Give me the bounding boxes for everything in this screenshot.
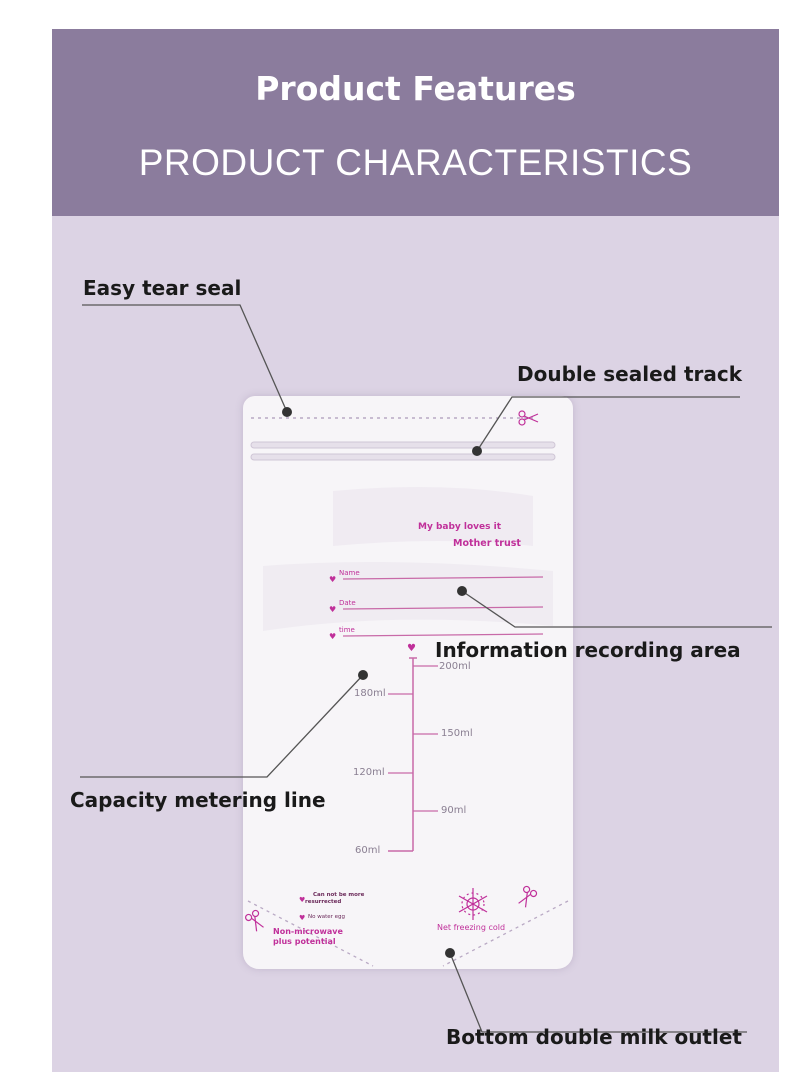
- scale-label-60: 60ml: [355, 845, 381, 856]
- note-non-microwave-line2: plus potential: [273, 937, 336, 946]
- scissors-icon: [518, 410, 539, 426]
- svg-text:♥: ♥: [329, 632, 336, 641]
- header-banner: Product Features PRODUCT CHARACTERISTICS: [52, 29, 779, 216]
- page-subtitle: PRODUCT CHARACTERISTICS: [138, 142, 693, 183]
- scale-label-120: 120ml: [353, 767, 385, 778]
- slogan-line-1: My baby loves it: [418, 522, 502, 532]
- page-title: Product Features: [255, 69, 576, 108]
- callout-easy-tear-seal: Easy tear seal: [83, 276, 242, 300]
- slogan-line-2: Mother trust: [453, 538, 521, 549]
- pointer-dot: [282, 407, 292, 417]
- scissors-icon: [245, 909, 264, 932]
- field-name-label: Name: [339, 569, 360, 577]
- callout-double-sealed-track: Double sealed track: [517, 362, 743, 386]
- product-features-panel: Product Features PRODUCT CHARACTERISTICS: [52, 29, 779, 1072]
- note-resurrected-line2: resurrected: [305, 899, 342, 905]
- snowflake-icon: [458, 888, 488, 920]
- scale-label-200: 200ml: [439, 661, 471, 672]
- callout-pointer-lines: [80, 304, 772, 1033]
- svg-text:♥: ♥: [407, 643, 416, 654]
- capacity-scale: ♥: [388, 643, 438, 852]
- svg-text:♥: ♥: [329, 605, 336, 614]
- info-recording-lines: ♥ ♥ ♥: [329, 575, 544, 641]
- note-resurrected-line1: Can not be more: [313, 892, 365, 898]
- callout-bottom-double-milk-outlet: Bottom double milk outlet: [446, 1025, 742, 1049]
- note-no-water-egg: No water egg: [308, 914, 346, 920]
- bag-artwork: ♥ ♥ ♥ ♥: [245, 410, 569, 967]
- scale-label-180: 180ml: [354, 688, 386, 699]
- freeze-label: Net freezing cold: [437, 923, 506, 932]
- milk-storage-bag: ♥ ♥ ♥ ♥: [243, 396, 573, 969]
- field-date-label: Date: [339, 599, 356, 607]
- callout-capacity-metering-line: Capacity metering line: [70, 788, 326, 812]
- svg-text:♥: ♥: [329, 575, 336, 584]
- callout-information-recording-area: Information recording area: [435, 638, 741, 662]
- pointer-dot: [457, 586, 467, 596]
- note-non-microwave-line1: Non-microwave: [273, 927, 343, 936]
- scale-label-90: 90ml: [441, 805, 467, 816]
- pointer-dot: [472, 446, 482, 456]
- pointer-dot: [445, 948, 455, 958]
- svg-text:♥: ♥: [299, 914, 305, 922]
- field-time-label: time: [339, 626, 355, 634]
- scale-label-150: 150ml: [441, 728, 473, 739]
- pointer-dot: [358, 670, 368, 680]
- scissors-icon: [518, 885, 538, 908]
- svg-text:♥: ♥: [299, 896, 305, 904]
